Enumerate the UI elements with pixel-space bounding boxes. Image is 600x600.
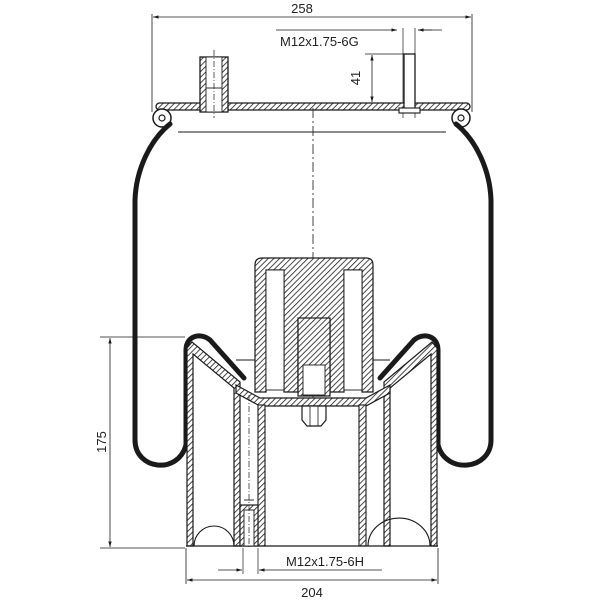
rubber-bellows [132, 121, 494, 468]
dimension-top-width: 258 [151, 1, 473, 112]
dimension-bottom-thread: M12x1.75-6H [218, 548, 382, 574]
top-left-nut-insert [199, 50, 229, 118]
dimension-bottom-width: 204 [185, 548, 439, 600]
dimension-stud-height: 41 [348, 53, 405, 102]
dimension-label-bottom-thread: M12x1.75-6H [286, 554, 364, 569]
piston [186, 341, 438, 547]
dimension-label-175: 175 [94, 431, 109, 453]
dimension-label-258: 258 [291, 1, 313, 16]
bottom-thread-insert [239, 395, 259, 548]
top-right-stud [398, 53, 421, 114]
bump-stop [254, 257, 374, 427]
dimension-label-top-thread: M12x1.75-6G [280, 34, 359, 49]
dimension-label-204: 204 [301, 585, 323, 600]
dimension-height: 175 [94, 336, 185, 549]
dimension-label-41: 41 [348, 71, 363, 85]
